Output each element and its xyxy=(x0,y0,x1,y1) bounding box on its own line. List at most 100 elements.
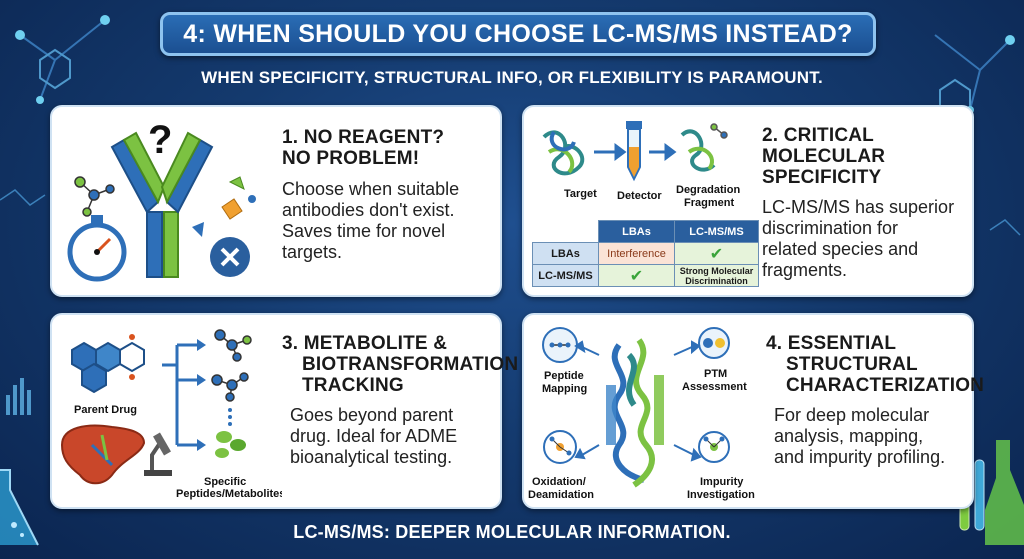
label-target: Target xyxy=(564,188,597,200)
check-icon: ✔ xyxy=(629,267,644,285)
fragment-protein-icon xyxy=(680,129,716,172)
check-icon: ✔ xyxy=(709,245,724,263)
arrow-icon xyxy=(574,340,702,462)
card-title-line: 2. CRITICAL xyxy=(762,125,874,146)
metabolite-illustration: Parent Drug xyxy=(60,329,282,500)
table-cell-check: ✔ xyxy=(674,242,759,265)
drug-molecule-icon xyxy=(71,334,145,394)
label-fragment: Fragment xyxy=(684,197,734,209)
label-oxidation: Deamidation xyxy=(528,489,594,501)
oxidation-icon xyxy=(543,430,577,464)
card-body: Choose when suitable antibodies don't ex… xyxy=(282,179,459,263)
page-title: 4: WHEN SHOULD YOU CHOOSE LC-MS/MS INSTE… xyxy=(183,19,853,48)
card-title: 1. NO REAGENT? NO PROBLEM! xyxy=(282,127,444,169)
card-body-line: Choose when suitable xyxy=(282,179,460,199)
card-body-line: Goes beyond parent xyxy=(290,405,454,425)
card-title-line: 3. METABOLITE & xyxy=(282,333,448,354)
antibody-icon xyxy=(110,131,214,278)
card-body-line: antibodies don't exist. xyxy=(282,200,455,220)
card-body-line: LC-MS/MS has superior xyxy=(762,197,955,217)
label-impurity: Impurity xyxy=(700,476,744,488)
metabolite-molecule-icon xyxy=(211,329,252,402)
peptide-mapping-icon xyxy=(542,327,578,363)
card-title-line: BIOTRANSFORMATION xyxy=(302,354,519,375)
table-corner xyxy=(533,221,599,243)
label-detector: Detector xyxy=(617,190,662,202)
card-body-line: bioanalytical testing. xyxy=(290,447,453,467)
table-cell-discrimination: Strong Molecular Discrimination xyxy=(674,264,759,287)
question-mark-icon: ? xyxy=(148,118,172,162)
card-title-line: 4. ESSENTIAL xyxy=(766,333,897,354)
structural-illustration: Peptide Mapping PTM Assessment Oxidation… xyxy=(528,327,755,501)
test-tube-icon xyxy=(626,121,642,182)
card-title: 4. ESSENTIAL STRUCTURAL CHARACTERIZATION xyxy=(766,333,984,396)
label-ptm: PTM xyxy=(704,368,727,380)
label-peptide: Mapping xyxy=(542,383,587,395)
card-body-line: analysis, mapping, xyxy=(774,426,924,446)
table-row-label: LBAs xyxy=(532,242,599,265)
table-cell-line: Strong Molecular xyxy=(679,265,754,276)
impurity-icon xyxy=(698,431,730,463)
ellipsis-icon xyxy=(228,408,232,426)
molecule-icon xyxy=(710,123,728,139)
card-title-line: SPECIFICITY xyxy=(762,167,882,188)
stopwatch-icon xyxy=(67,215,127,282)
table-row-label: LC-MS/MS xyxy=(532,264,599,287)
card-title-line: NO PROBLEM! xyxy=(282,148,420,169)
label-parent-drug: Parent Drug xyxy=(74,404,137,416)
card-body-line: For deep molecular xyxy=(774,405,930,425)
card-body: Goes beyond parent drug. Ideal for ADME … xyxy=(290,405,457,468)
card-body: LC-MS/MS has superior discrimination for… xyxy=(762,197,954,281)
liver-icon xyxy=(60,424,146,485)
card-body-line: drug. Ideal for ADME xyxy=(290,426,458,446)
title-banner: 4: WHEN SHOULD YOU CHOOSE LC-MS/MS INSTE… xyxy=(160,12,876,56)
fragment-icon xyxy=(192,176,256,237)
arrow-right-icon xyxy=(594,143,677,161)
card-no-reagent: ? 1. NO REAGENT? NO PROBLEM! xyxy=(50,105,502,297)
table-cell-check: ✔ xyxy=(598,264,675,287)
antibody-illustration: ? xyxy=(67,118,256,282)
branch-arrows-icon xyxy=(162,343,197,447)
card-structural: Peptide Mapping PTM Assessment Oxidation… xyxy=(522,313,984,509)
comparison-table: LBAs LC-MS/MS LBAs Interference ✔ LC-MS/… xyxy=(532,220,759,287)
card-body-line: discrimination for xyxy=(762,218,899,238)
table-header: LC-MS/MS xyxy=(674,220,759,243)
page-footer: LC-MS/MS: DEEPER MOLECULAR INFORMATION. xyxy=(293,522,731,542)
arrow-right-icon xyxy=(197,339,206,451)
card-title-line: 1. NO REAGENT? xyxy=(282,127,445,148)
ptm-icon xyxy=(698,327,730,359)
card-specificity: Target Detector Degradation Fragment LBA… xyxy=(522,105,974,297)
label-specific: Peptides/Metabolites xyxy=(176,488,282,500)
protein-structure-icon xyxy=(606,338,664,488)
card-body-line: targets. xyxy=(282,242,343,262)
card-title-line: CHARACTERIZATION xyxy=(786,375,985,396)
card-title-line: MOLECULAR xyxy=(762,146,886,167)
microscope-icon xyxy=(144,432,172,476)
label-ptm: Assessment xyxy=(682,381,747,393)
peptide-blob-icon xyxy=(215,431,246,458)
label-fragment: Degradation xyxy=(676,184,740,196)
label-impurity: Investigation xyxy=(687,489,755,501)
label-oxidation: Oxidation/ xyxy=(532,476,586,488)
card-body-line: and impurity profiling. xyxy=(774,447,946,467)
table-cell-interference: Interference xyxy=(598,242,675,265)
specificity-illustration: Target Detector Degradation Fragment xyxy=(542,121,740,209)
molecule-icon xyxy=(74,176,115,217)
label-peptide: Peptide xyxy=(544,370,584,382)
protein-target-icon xyxy=(542,130,585,176)
card-title: 2. CRITICAL MOLECULAR SPECIFICITY xyxy=(762,125,885,188)
card-metabolite: Parent Drug xyxy=(50,313,518,509)
card-body: For deep molecular analysis, mapping, an… xyxy=(774,405,945,468)
card-body-line: fragments. xyxy=(762,260,848,280)
card-body-line: related species and xyxy=(762,239,919,259)
card-title-line: STRUCTURAL xyxy=(786,354,918,375)
close-icon xyxy=(210,237,250,277)
card-body-line: Saves time for novel xyxy=(282,221,446,241)
page-subtitle: WHEN SPECIFICITY, STRUCTURAL INFO, OR FL… xyxy=(201,68,823,87)
card-title: 3. METABOLITE & BIOTRANSFORMATION TRACKI… xyxy=(282,333,518,396)
card-title-line: TRACKING xyxy=(302,375,404,396)
table-header: LBAs xyxy=(598,220,675,243)
label-specific: Specific xyxy=(204,476,246,488)
table-cell-line: Discrimination xyxy=(685,275,748,286)
